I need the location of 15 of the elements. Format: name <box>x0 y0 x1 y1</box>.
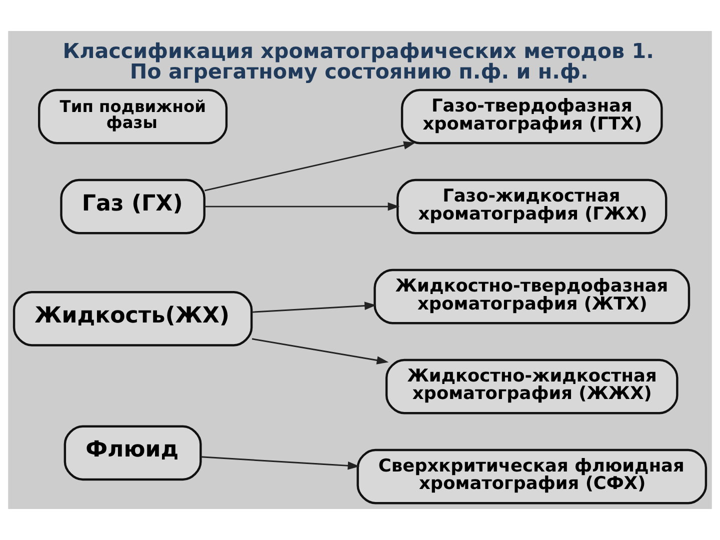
node-box: Жидкостно-жидкостная хроматография (ЖЖХ) <box>385 358 678 414</box>
node-box: Жидкостно-твердофазная хроматография (ЖТХ) <box>374 268 690 324</box>
arrow <box>200 456 360 470</box>
node-box: Тип подвижной фазы <box>38 88 228 144</box>
node-box: Жидкость(ЖХ) <box>12 291 253 346</box>
node-box: Газ (ГХ) <box>60 178 206 234</box>
arrow <box>204 141 416 192</box>
node-box: Сверхкритическая флюидная хроматография (СФХ) <box>356 448 708 504</box>
arrow <box>252 338 389 364</box>
arrow <box>252 302 376 313</box>
arrow <box>204 202 400 211</box>
node-box: Газо-жидкостная хроматография (ГЖХ) <box>396 178 668 234</box>
diagram-title: Классификация хроматографических методов 1. По агрегатному состоянию п.ф. и н.ф. <box>62 38 654 84</box>
node-box: Газо-твердофазная хроматография (ГТХ) <box>400 88 663 144</box>
node-box: Флюид <box>64 425 202 481</box>
